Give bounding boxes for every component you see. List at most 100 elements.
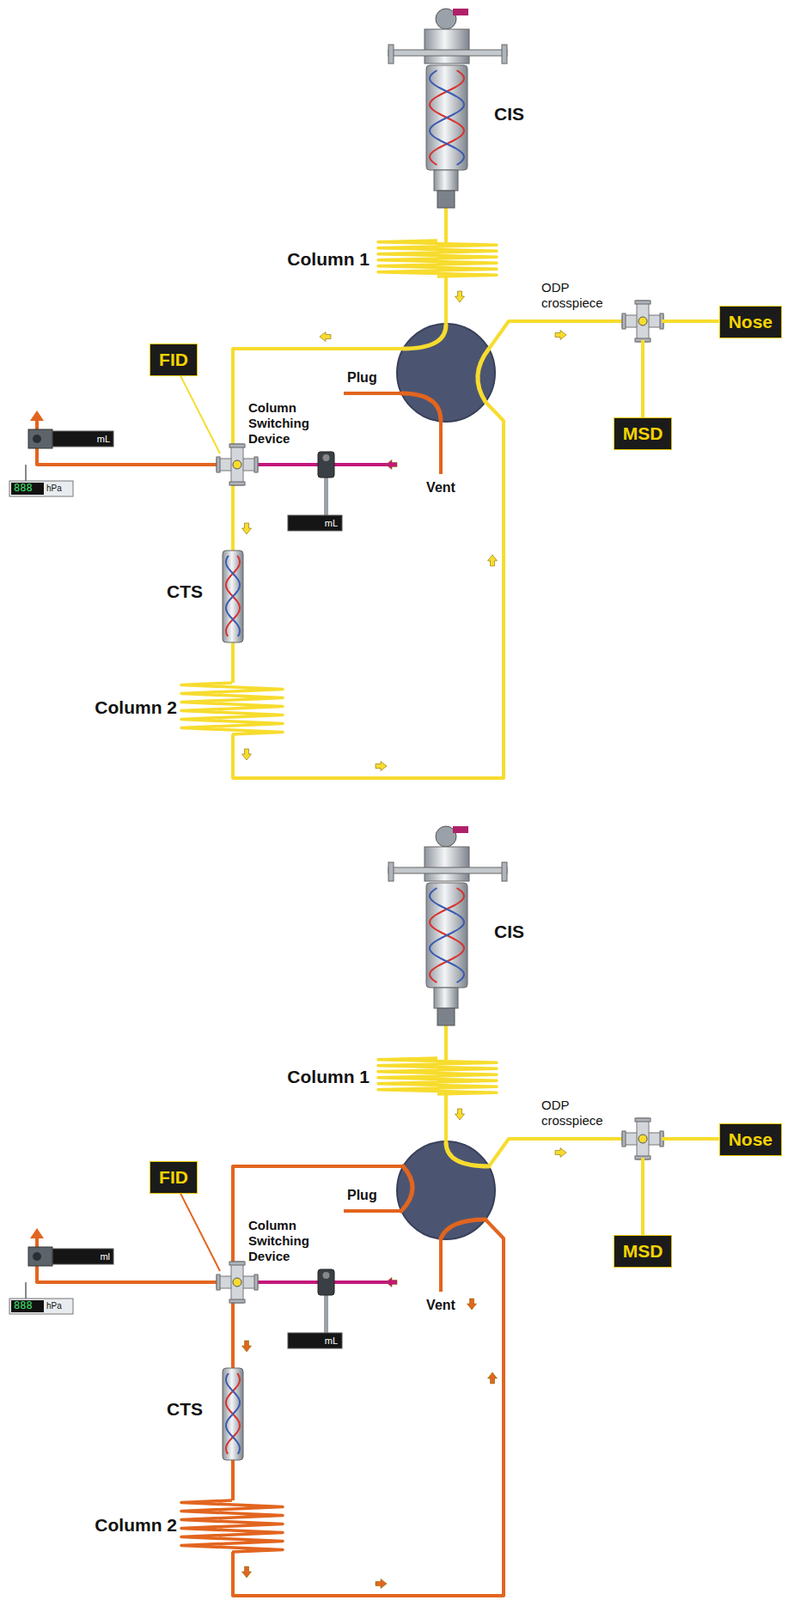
valve-channel <box>477 348 489 403</box>
detector-box: MSD <box>613 1235 673 1268</box>
component-label: CTS <box>166 581 203 603</box>
port-label: Vent <box>426 1298 456 1314</box>
injector-head <box>424 847 470 882</box>
flow-line <box>232 1166 404 1373</box>
fitting-arm <box>231 1262 244 1304</box>
leader-line <box>180 1194 220 1272</box>
helix-blue <box>429 888 465 984</box>
component-label: Column 1 <box>287 1067 370 1088</box>
flow-arrow <box>319 332 331 343</box>
flow-meter-body <box>28 1247 53 1267</box>
fitting-flange <box>622 1131 626 1148</box>
flow-controller-display <box>287 515 343 532</box>
flow-arrow <box>455 291 465 303</box>
detector-box: FID <box>149 1161 198 1194</box>
crosspiece-fitting: ODP crosspiece <box>623 1120 662 1159</box>
helix-red <box>226 555 240 637</box>
flow-arrow <box>375 762 387 772</box>
helix-blue <box>226 1374 240 1455</box>
fitting-flange <box>622 313 626 330</box>
injector-bar <box>388 44 394 64</box>
fitting-flange <box>216 1275 220 1291</box>
digit-readout: 888 <box>13 482 33 495</box>
component-label: Column 2 <box>94 1515 178 1537</box>
fitting-flange <box>254 457 258 473</box>
switching-fitting: Column Switching Device <box>219 1264 255 1302</box>
flow-meter-display <box>52 1249 114 1265</box>
vent-arrowhead <box>30 410 44 422</box>
unit-readout: ml <box>99 1252 110 1264</box>
flow-arrow <box>467 1299 477 1311</box>
flow-line <box>439 1239 443 1293</box>
injector-cap <box>452 8 469 16</box>
flow-arrow <box>488 555 498 567</box>
rotary-valve <box>397 323 495 422</box>
flow-line <box>444 206 448 243</box>
detector-box: Nose <box>719 1123 782 1156</box>
pressure-frame <box>9 481 74 497</box>
flow-line <box>232 1220 504 1597</box>
port-label: Plug <box>347 1188 378 1204</box>
flow-line <box>444 1024 448 1061</box>
flow-line <box>232 348 404 555</box>
fitting-flange <box>254 1275 258 1291</box>
flow-controller-stem <box>323 477 329 518</box>
flow-controller-knob <box>323 1272 330 1280</box>
component-label: CIS <box>494 922 525 943</box>
flow-line <box>231 640 235 684</box>
flow-meter-body <box>28 429 53 449</box>
flow-controller-display <box>287 1333 343 1350</box>
column-coil <box>181 683 283 735</box>
flow-line <box>488 321 626 349</box>
helix-red <box>429 70 465 165</box>
injector-bar <box>501 862 508 882</box>
glass-tube <box>426 65 468 171</box>
flow-arrow <box>242 523 252 535</box>
fitting-core <box>638 317 648 326</box>
flow-arrow <box>455 1109 465 1121</box>
fitting-core <box>232 460 242 470</box>
fitting-flange <box>635 300 651 305</box>
flow-line <box>343 391 402 396</box>
fitting-label: Column Switching Device <box>248 400 324 447</box>
fitting-arm <box>622 315 664 328</box>
component-label: Column 2 <box>94 697 178 719</box>
unit-readout: mL <box>324 518 338 530</box>
rotary-valve <box>397 1142 495 1241</box>
component-label: CTS <box>166 1399 203 1421</box>
fitting-label: ODP crosspiece <box>541 1098 616 1130</box>
injector-nozzle <box>433 988 459 1009</box>
crosspiece-fitting: ODP crosspiece <box>623 302 662 341</box>
fitting-flange <box>229 444 245 448</box>
detector-name: Nose <box>728 311 773 333</box>
helix-red <box>429 888 465 984</box>
flow-arrow <box>555 1148 567 1159</box>
flow-meter-display <box>52 431 114 447</box>
fitting-core <box>232 1278 242 1288</box>
valve-channel <box>440 1220 486 1240</box>
fitting-flange <box>229 1300 245 1304</box>
pressure-frame <box>9 1299 74 1315</box>
flow-arrow <box>488 1373 498 1385</box>
flow-arrow <box>385 460 398 471</box>
injector-head <box>424 29 470 64</box>
helix-red <box>226 1374 240 1455</box>
fitting-core <box>638 1135 648 1144</box>
detector-name: FID <box>158 1166 189 1189</box>
injector-bar <box>501 44 508 64</box>
flow-meter-knob <box>32 1252 42 1262</box>
flow-arrow <box>242 1567 252 1579</box>
port-label: Plug <box>347 370 378 386</box>
column-coil <box>378 1058 497 1095</box>
digit-readout: 888 <box>13 1301 33 1314</box>
fitting-arm <box>622 1133 664 1146</box>
flow-line <box>36 1237 217 1283</box>
flow-line <box>36 419 217 465</box>
injector-cap <box>452 826 469 834</box>
flow-arrow <box>555 330 567 341</box>
vent-arrowhead <box>30 1228 44 1240</box>
injector-bar <box>388 862 394 882</box>
flow-meter-knob <box>32 434 42 444</box>
